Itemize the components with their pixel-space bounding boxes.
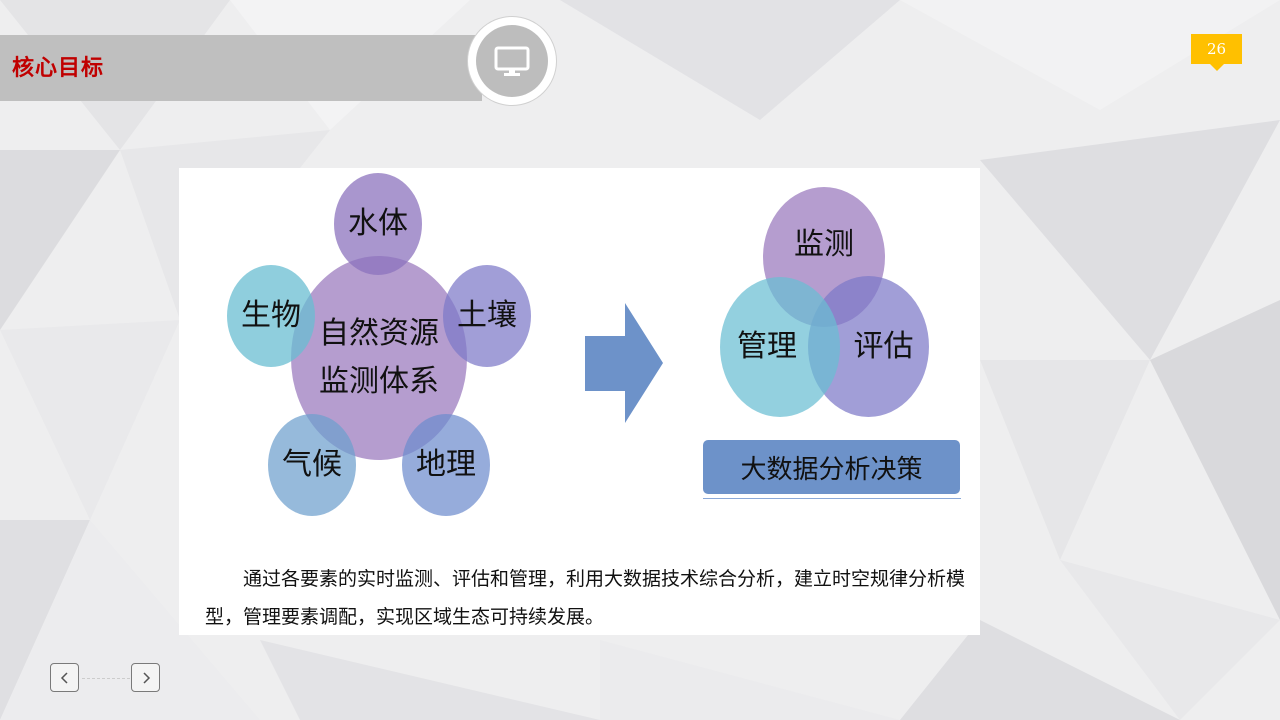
- bubble-biology: 生物: [227, 265, 315, 367]
- page-number-badge: 26: [1191, 34, 1242, 71]
- center-bubble: 自然资源 监测体系: [291, 256, 467, 460]
- decision-box: 大数据分析决策: [703, 440, 960, 494]
- next-button[interactable]: [131, 663, 160, 692]
- right-arrow-icon: [585, 303, 663, 423]
- venn-circle-evaluate: 评估: [808, 276, 929, 417]
- bubble-geography: 地理: [402, 414, 490, 516]
- chevron-left-icon: [60, 671, 68, 684]
- bubble-water: 水体: [334, 173, 422, 275]
- header-bar: [0, 35, 482, 101]
- venn-circle-manage: 管理: [720, 277, 840, 417]
- page-title: 核心目标: [12, 56, 105, 81]
- monitor-badge: [468, 17, 556, 105]
- bubble-soil: 土壤: [443, 265, 531, 367]
- decision-underline: [703, 498, 961, 499]
- chevron-right-icon: [142, 671, 150, 684]
- prev-button[interactable]: [50, 663, 79, 692]
- center-label-line1: 自然资源: [319, 316, 439, 351]
- description-text: 通过各要素的实时监测、评估和管理，利用大数据技术综合分析，建立时空规律分析模型，…: [205, 568, 966, 628]
- bubble-climate: 气候: [268, 414, 356, 516]
- monitor-icon: [494, 46, 530, 76]
- nav-divider: [82, 678, 130, 679]
- center-label-line2: 监测体系: [319, 364, 439, 399]
